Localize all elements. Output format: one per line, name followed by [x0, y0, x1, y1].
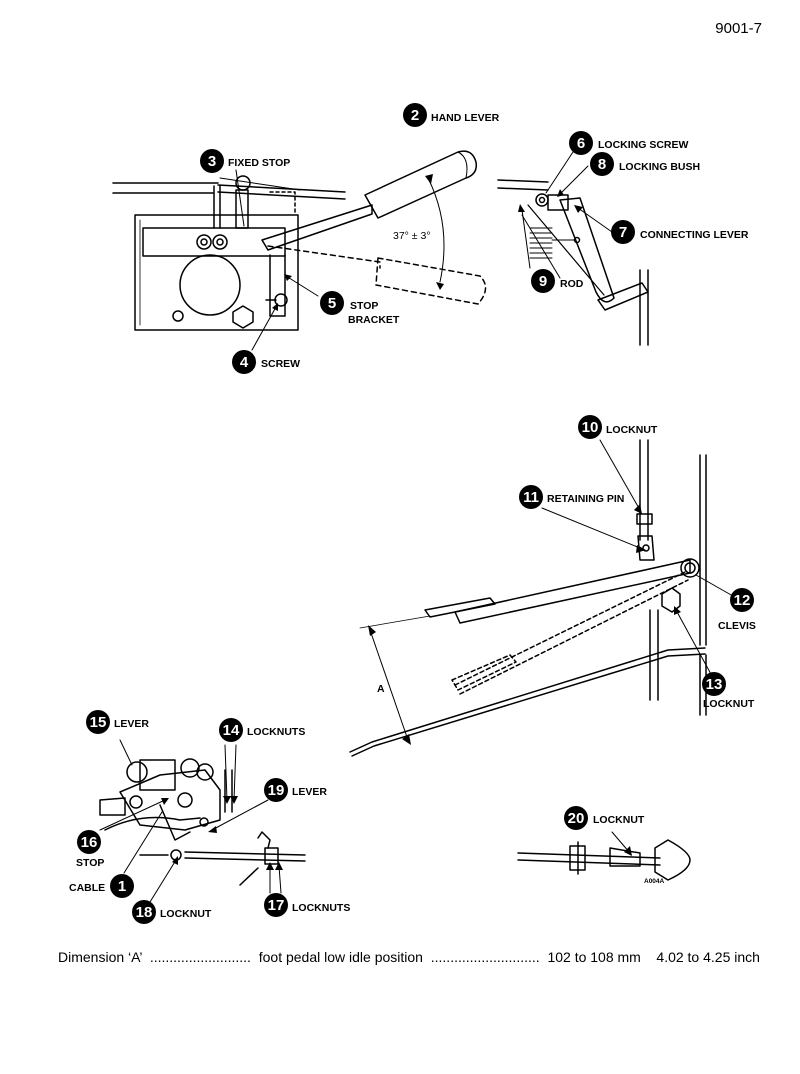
callout-label: CONNECTING LEVER	[640, 229, 749, 241]
dimension-imperial-range: 4.02 to 4.25 inch	[656, 949, 760, 965]
pump-linkage-figure	[99, 739, 306, 903]
callout-badge	[578, 415, 602, 439]
callout-label: HAND LEVER	[431, 112, 500, 124]
page-number: 9001-7	[715, 20, 762, 37]
callout-number: 14	[223, 722, 240, 739]
callout-label: LOCKING BUSH	[619, 161, 700, 173]
callout-badge	[531, 269, 555, 293]
callout-badge	[569, 131, 593, 155]
dimension-metric-range: 102 to 108 mm	[547, 949, 641, 965]
callout-number: 19	[268, 782, 285, 799]
callout-badge	[86, 710, 110, 734]
callout-label: STOP	[76, 857, 104, 869]
callout-badge	[320, 291, 344, 315]
callout-label: FIXED STOP	[228, 157, 290, 169]
callout-label: LOCKNUTS	[292, 902, 350, 914]
callout-label: SCREW	[261, 358, 300, 370]
callout-number: 18	[136, 904, 153, 921]
callout-number: 7	[619, 224, 627, 241]
dimension-dots-2: ............................	[430, 949, 540, 965]
callout-number: 20	[568, 810, 585, 827]
callout-badge	[264, 893, 288, 917]
callout-badge	[200, 149, 224, 173]
callout-number: 16	[81, 834, 98, 851]
connecting-lever-figure	[497, 151, 649, 346]
callout-number: 17	[268, 897, 285, 914]
callout-label: LOCKNUTS	[247, 726, 305, 738]
dimension-name: Dimension ‘A’	[58, 949, 143, 965]
callout-label: CLEVIS	[718, 620, 756, 632]
callout-label: LOCKNUT	[606, 424, 658, 436]
callout-badge	[611, 220, 635, 244]
callout-label: LOCKING SCREW	[598, 139, 689, 151]
callout-number: 10	[582, 419, 599, 436]
callout-number: 15	[90, 714, 107, 731]
throttle-knob-figure	[517, 831, 691, 881]
callout-number: 9	[539, 273, 547, 290]
callout-number: 5	[328, 295, 336, 312]
callout-label: ROD	[560, 278, 584, 290]
callout-badge	[730, 588, 754, 612]
callout-badge	[232, 350, 256, 374]
dimension-dots-1: ..........................	[149, 949, 251, 965]
callout-number: 4	[240, 354, 249, 371]
callout-badge	[403, 103, 427, 127]
callout-label: LEVER	[114, 718, 149, 730]
callout-badge	[564, 806, 588, 830]
callout-number: 1	[118, 878, 126, 895]
callout-label: CABLE	[69, 882, 105, 894]
callout-number: 13	[706, 676, 723, 693]
callout-badge	[519, 485, 543, 509]
callout-badge	[77, 830, 101, 854]
callout-number: 11	[523, 489, 539, 506]
callout-number: 8	[598, 156, 606, 173]
callout-number: 12	[734, 592, 751, 609]
callout-label: LOCKNUT	[593, 814, 645, 826]
hand-lever-figure	[112, 150, 487, 351]
callout-label: STOP	[350, 300, 378, 312]
callout-badge	[264, 778, 288, 802]
dimension-condition: foot pedal low idle position	[258, 949, 423, 965]
dimension-a-label: A	[377, 683, 385, 695]
figure-code-label: A004A	[644, 878, 665, 885]
callout-label: LOCKNUT	[160, 908, 212, 920]
foot-pedal-figure	[349, 439, 741, 757]
callout-number: 6	[577, 135, 585, 152]
callout-label: LEVER	[292, 786, 327, 798]
stop-bracket-label-line2: BRACKET	[348, 314, 400, 326]
callout-label: LOCKNUT	[703, 698, 755, 710]
callout-label: RETAINING PIN	[547, 493, 624, 505]
dimension-spec-line: Dimension ‘A’ ..........................…	[58, 949, 768, 965]
angle-label: 37° ± 3°	[393, 230, 431, 242]
callout-badge	[219, 718, 243, 742]
callout-number: 2	[411, 107, 419, 124]
callout-number: 3	[208, 153, 216, 170]
callout-badge	[702, 672, 726, 696]
callout-badge	[590, 152, 614, 176]
callout-badge	[110, 874, 134, 898]
callout-badge	[132, 900, 156, 924]
